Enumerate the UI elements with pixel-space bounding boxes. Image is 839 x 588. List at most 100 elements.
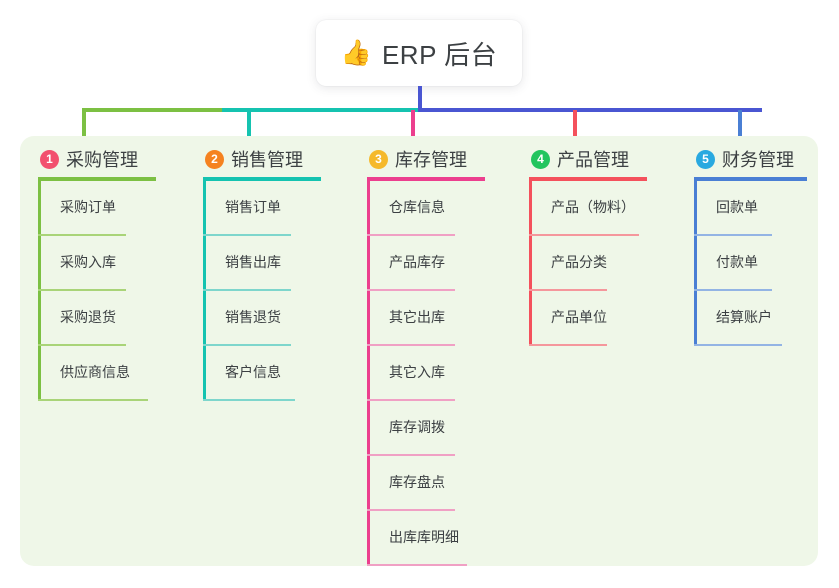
leaf-item[interactable]: 付款单 bbox=[694, 236, 807, 291]
leaf-item[interactable]: 采购退货 bbox=[38, 291, 156, 346]
leaf-item-rule bbox=[38, 399, 148, 401]
leaf-item[interactable]: 产品单位 bbox=[529, 291, 647, 346]
root-node-card[interactable]: 👍 ERP 后台 bbox=[316, 20, 522, 86]
drop-connector-1 bbox=[82, 110, 86, 140]
column-rule-4 bbox=[529, 177, 647, 181]
column-title-3: 库存管理 bbox=[395, 150, 467, 170]
leaf-item-label: 采购退货 bbox=[60, 309, 116, 325]
trunk-connector bbox=[418, 86, 422, 110]
leaf-item[interactable]: 销售出库 bbox=[203, 236, 321, 291]
leaf-item-rule bbox=[694, 234, 772, 236]
leaf-item-label: 产品（物料） bbox=[551, 199, 635, 215]
leaf-item-rule bbox=[694, 344, 782, 346]
leaf-item-label: 客户信息 bbox=[225, 364, 281, 380]
leaf-item-rule bbox=[529, 289, 607, 291]
leaf-item-rule bbox=[203, 344, 291, 346]
drop-connector-2 bbox=[247, 110, 251, 140]
column-header-3[interactable]: 3 库存管理 bbox=[367, 144, 485, 174]
leaf-item-rule bbox=[367, 289, 455, 291]
leaf-item-label: 产品分类 bbox=[551, 254, 607, 270]
leaf-item-rule bbox=[367, 234, 455, 236]
column-items-1: 采购订单采购入库采购退货供应商信息 bbox=[38, 181, 156, 401]
leaf-item[interactable]: 供应商信息 bbox=[38, 346, 156, 401]
leaf-item-label: 结算账户 bbox=[716, 309, 772, 325]
column-spine-1 bbox=[38, 181, 41, 401]
column-rule-2 bbox=[203, 177, 321, 181]
root-node-title: ERP 后台 bbox=[381, 39, 498, 70]
leaf-item[interactable]: 销售退货 bbox=[203, 291, 321, 346]
leaf-item-label: 库存调拨 bbox=[389, 419, 445, 435]
diagram-panel bbox=[20, 136, 818, 566]
bus-green bbox=[82, 108, 222, 112]
leaf-item-rule bbox=[367, 509, 455, 511]
leaf-item[interactable]: 采购入库 bbox=[38, 236, 156, 291]
column-title-5: 财务管理 bbox=[722, 150, 794, 170]
leaf-item[interactable]: 库存调拨 bbox=[367, 401, 485, 456]
column-4: 4 产品管理产品（物料） 产品分类产品单位 bbox=[529, 144, 647, 346]
column-5: 5 财务管理回款单付款单结算账户 bbox=[694, 144, 807, 346]
leaf-item-label: 库存盘点 bbox=[389, 474, 445, 490]
leaf-item-rule bbox=[38, 289, 126, 291]
column-rule-1 bbox=[38, 177, 156, 181]
leaf-item-rule bbox=[38, 234, 126, 236]
leaf-item-rule bbox=[203, 399, 295, 401]
leaf-item[interactable]: 销售订单 bbox=[203, 181, 321, 236]
leaf-item-label: 采购订单 bbox=[60, 199, 116, 215]
column-badge-5: 5 bbox=[696, 149, 715, 169]
leaf-item-rule bbox=[367, 344, 455, 346]
leaf-item-label: 回款单 bbox=[716, 199, 758, 215]
leaf-item-rule bbox=[203, 234, 291, 236]
leaf-item[interactable]: 产品（物料） bbox=[529, 181, 647, 236]
column-title-4: 产品管理 bbox=[557, 150, 629, 170]
column-title-1: 采购管理 bbox=[66, 150, 138, 170]
column-spine-5 bbox=[694, 181, 697, 346]
leaf-item[interactable]: 出库库明细 bbox=[367, 511, 485, 566]
column-spine-4 bbox=[529, 181, 532, 346]
column-rule-3 bbox=[367, 177, 485, 181]
leaf-item-rule bbox=[367, 399, 455, 401]
leaf-item[interactable]: 采购订单 bbox=[38, 181, 156, 236]
column-items-3: 仓库信息产品库存其它出库其它入库库存调拨库存盘点出库库明细 bbox=[367, 181, 485, 566]
leaf-item-label: 产品单位 bbox=[551, 309, 607, 325]
column-spine-2 bbox=[203, 181, 206, 401]
leaf-item[interactable]: 其它出库 bbox=[367, 291, 485, 346]
leaf-item[interactable]: 库存盘点 bbox=[367, 456, 485, 511]
column-badge-3: 3 bbox=[369, 149, 388, 169]
leaf-item-rule bbox=[694, 289, 772, 291]
bus-blue bbox=[418, 108, 762, 112]
leaf-item[interactable]: 客户信息 bbox=[203, 346, 321, 401]
leaf-item[interactable]: 其它入库 bbox=[367, 346, 485, 401]
leaf-item[interactable]: 回款单 bbox=[694, 181, 807, 236]
leaf-item[interactable]: 结算账户 bbox=[694, 291, 807, 346]
drop-connector-5 bbox=[738, 110, 742, 140]
column-items-4: 产品（物料） 产品分类产品单位 bbox=[529, 181, 647, 346]
drop-connector-3 bbox=[411, 110, 415, 140]
thumbs-up-icon: 👍 bbox=[340, 38, 372, 67]
drop-connector-4 bbox=[573, 110, 577, 140]
column-rule-5 bbox=[694, 177, 807, 181]
leaf-item-label: 其它入库 bbox=[389, 364, 445, 380]
column-header-4[interactable]: 4 产品管理 bbox=[529, 144, 647, 174]
leaf-item-label: 付款单 bbox=[716, 254, 758, 270]
column-title-2: 销售管理 bbox=[231, 150, 303, 170]
leaf-item-label: 供应商信息 bbox=[60, 364, 130, 380]
leaf-item[interactable]: 产品库存 bbox=[367, 236, 485, 291]
leaf-item-label: 仓库信息 bbox=[389, 199, 445, 215]
leaf-item-label: 产品库存 bbox=[389, 254, 445, 270]
leaf-item-rule bbox=[529, 344, 607, 346]
leaf-item[interactable]: 产品分类 bbox=[529, 236, 647, 291]
column-3: 3 库存管理仓库信息产品库存其它出库其它入库库存调拨库存盘点出库库明细 bbox=[367, 144, 485, 566]
leaf-item-rule bbox=[367, 564, 467, 566]
column-badge-4: 4 bbox=[531, 149, 550, 169]
column-spine-3 bbox=[367, 181, 370, 566]
leaf-item-label: 销售订单 bbox=[225, 199, 281, 215]
leaf-item-rule bbox=[367, 454, 455, 456]
leaf-item-label: 出库库明细 bbox=[389, 529, 459, 545]
leaf-item[interactable]: 仓库信息 bbox=[367, 181, 485, 236]
column-header-5[interactable]: 5 财务管理 bbox=[694, 144, 807, 174]
